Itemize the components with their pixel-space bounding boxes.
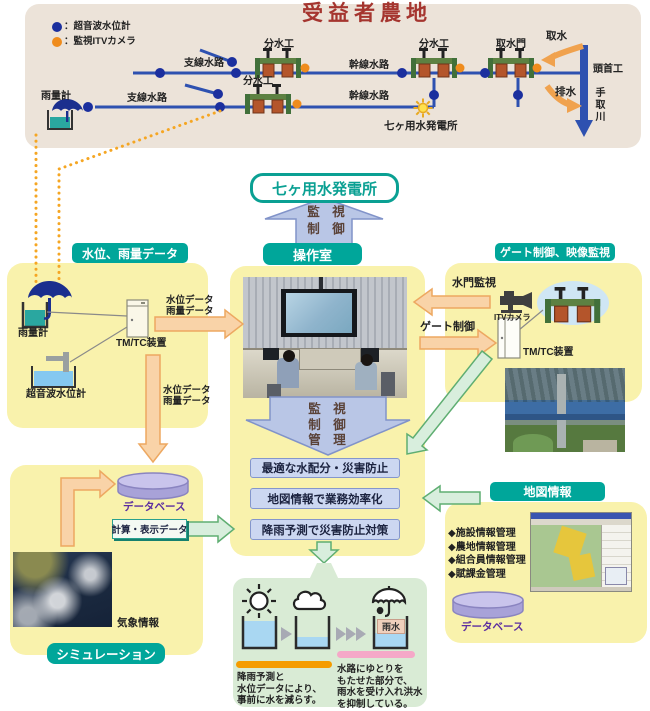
power-station-label-top: 七ヶ用水発電所 (384, 120, 458, 132)
power-station-hub-box: 七ヶ用水発電所 (250, 173, 399, 203)
map-feature-item: ◆施設情報管理 (448, 528, 516, 539)
control-room-photo (243, 277, 407, 398)
calc-display-box: 計算・表示データ (112, 519, 188, 539)
main-channel-label-1: 幹線水路 (349, 60, 389, 71)
headworks-label: 頭首工 (593, 64, 623, 75)
rain-gauge-label-panel: 雨量計 (18, 328, 48, 339)
weather-info-label: 気象情報 (117, 617, 159, 629)
gate-monitoring-label: 水門監視 (452, 277, 496, 289)
branch-channel-label-2: 支線水路 (127, 93, 167, 104)
goal-rain-forecast: 降雨予測で災害防止対策 (250, 519, 400, 540)
gate-panel-header: ゲート制御、映像監視 (495, 243, 615, 261)
goal-water-distribution: 最適な水配分・災害防止 (250, 458, 400, 478)
map-feature-list: ◆施設情報管理 ◆農地情報管理 ◆組合員情報管理 ◆賦課金管理 (448, 527, 526, 581)
note-left-caption: 降雨予測と 水位データにより、 事前に水を減らす。 (237, 672, 322, 706)
goal-map-efficiency: 地図情報で業務効率化 (250, 488, 400, 509)
up-arrow-label: 監 視 制 御 (307, 205, 345, 236)
data-down-label: 水位データ 雨量データ (163, 385, 211, 407)
ultrasonic-label: 超音波水位計 (26, 389, 86, 400)
map-feature-item: ◆組合員情報管理 (448, 555, 526, 566)
legend-itv-label: ：監視ITVカメラ (64, 36, 136, 47)
down-arrow-label: 監 視 制 御 管 理 (308, 402, 346, 447)
data-out-label: 水位データ 雨量データ (166, 295, 214, 317)
gis-map-screenshot (530, 512, 632, 592)
tmtc-label-left: TM/TC装置 (116, 338, 167, 349)
intake-gate-label: 取水門 (496, 39, 526, 50)
control-room-header: 操作室 (263, 243, 362, 265)
map-feature-item: ◆賦課金管理 (448, 568, 506, 580)
river-label: 手取川 (593, 87, 604, 123)
gate-photo (505, 368, 625, 452)
intake-label: 取水 (546, 30, 567, 42)
note-right-caption: 水路にゆとりを もたせた部分で、 雨水を受け入れ洪水 を抑制している。 (337, 664, 423, 710)
simulation-database-label: データベース (123, 501, 186, 513)
water-level-panel-header: 水位、雨量データ (72, 243, 188, 263)
rain-gauge-label-top: 雨量計 (41, 91, 71, 102)
simulation-header: シミュレーション (47, 643, 165, 664)
diversion-label-1: 分水工 (264, 39, 294, 50)
map-database-label: データベース (461, 621, 524, 633)
map-panel-header: 地図情報 (490, 482, 605, 501)
farmland-title: 受益者農地 (302, 2, 432, 25)
drainage-label: 排水 (555, 86, 576, 98)
diversion-label-3: 分水工 (243, 76, 273, 87)
branch-channel-label-1: 支線水路 (184, 58, 224, 69)
rainwater-label: 雨水 (377, 619, 405, 634)
map-feature-item: ◆農地情報管理 (448, 541, 516, 553)
itv-camera-label: ITVカメラ (494, 313, 531, 322)
tmtc-label-right: TM/TC装置 (523, 347, 574, 358)
gate-control-label: ゲート制御 (420, 321, 475, 333)
legend-ultrasonic-label: ：超音波水位計 (64, 21, 131, 32)
main-channel-label-2: 幹線水路 (349, 91, 389, 102)
diversion-label-2: 分水工 (419, 39, 449, 50)
weather-satellite-image (13, 552, 112, 627)
